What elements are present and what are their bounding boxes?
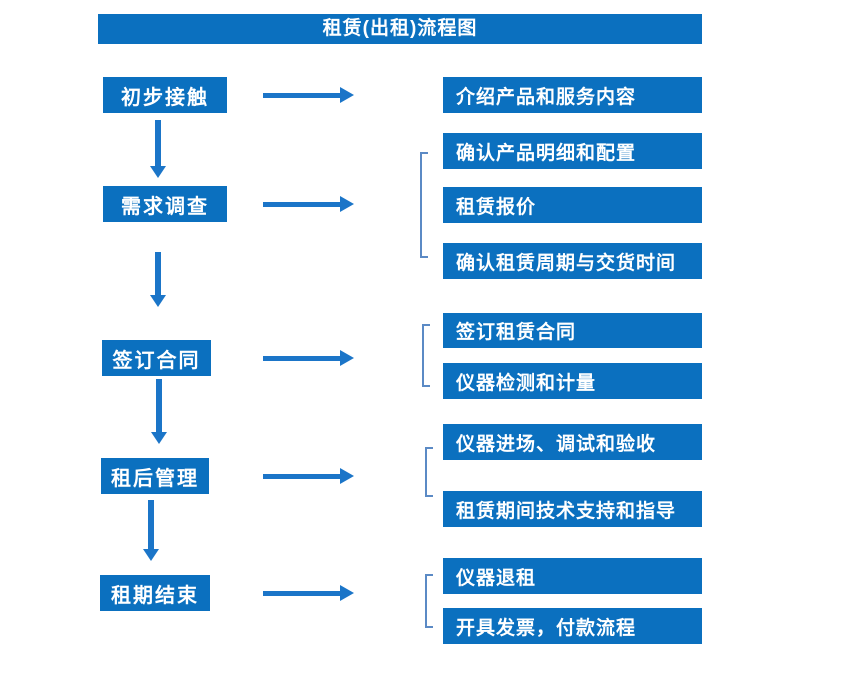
detail-box-instrument-testing-measurement: 仪器检测和计量	[443, 363, 702, 399]
group-bracket	[425, 447, 433, 497]
arrow-right-icon	[263, 350, 354, 366]
arrow-shaft	[263, 474, 340, 479]
arrow-shaft	[155, 120, 161, 166]
detail-box-invoice-payment-process: 开具发票，付款流程	[443, 608, 702, 644]
arrow-right-icon	[263, 468, 354, 484]
detail-box-sign-rental-contract: 签订租赁合同	[443, 313, 702, 348]
arrow-down-icon	[150, 120, 166, 178]
arrow-shaft	[156, 379, 162, 432]
arrow-head	[151, 432, 167, 444]
arrow-head	[340, 196, 354, 212]
arrow-right-icon	[263, 87, 354, 103]
arrow-head	[340, 468, 354, 484]
detail-box-technical-support-guidance: 租赁期间技术支持和指导	[443, 491, 702, 527]
arrow-right-icon	[263, 196, 354, 212]
stage-box-initial-contact: 初步接触	[103, 77, 227, 113]
group-bracket	[425, 574, 433, 628]
stage-box-demand-survey: 需求调查	[103, 186, 227, 222]
arrow-down-icon	[143, 500, 159, 561]
detail-box-rental-quotation: 租赁报价	[443, 187, 702, 223]
detail-box-instrument-arrival-commissioning-acceptance: 仪器进场、调试和验收	[443, 424, 702, 460]
detail-box-confirm-rental-period-delivery: 确认租赁周期与交货时间	[443, 243, 702, 279]
arrow-shaft	[148, 500, 154, 549]
detail-box-confirm-product-details-config: 确认产品明细和配置	[443, 133, 702, 169]
group-bracket	[420, 152, 428, 258]
detail-box-introduce-products-services: 介绍产品和服务内容	[443, 77, 702, 113]
arrow-shaft	[263, 93, 340, 98]
arrow-right-icon	[263, 585, 354, 601]
arrow-head	[150, 295, 166, 307]
arrow-head	[340, 585, 354, 601]
arrow-shaft	[263, 202, 340, 207]
stage-box-post-rental-management: 租后管理	[101, 458, 209, 494]
stage-box-rental-end: 租期结束	[100, 575, 210, 611]
arrow-shaft	[263, 356, 340, 361]
flowchart-title: 租赁(出租)流程图	[98, 14, 702, 44]
arrow-head	[340, 350, 354, 366]
arrow-shaft	[263, 591, 340, 596]
arrow-head	[143, 549, 159, 561]
group-bracket	[422, 324, 430, 387]
arrow-head	[340, 87, 354, 103]
detail-box-instrument-return: 仪器退租	[443, 558, 702, 594]
stage-box-sign-contract: 签订合同	[102, 340, 211, 376]
arrow-down-icon	[150, 252, 166, 307]
arrow-shaft	[155, 252, 161, 295]
arrow-head	[150, 166, 166, 178]
arrow-down-icon	[151, 379, 167, 444]
